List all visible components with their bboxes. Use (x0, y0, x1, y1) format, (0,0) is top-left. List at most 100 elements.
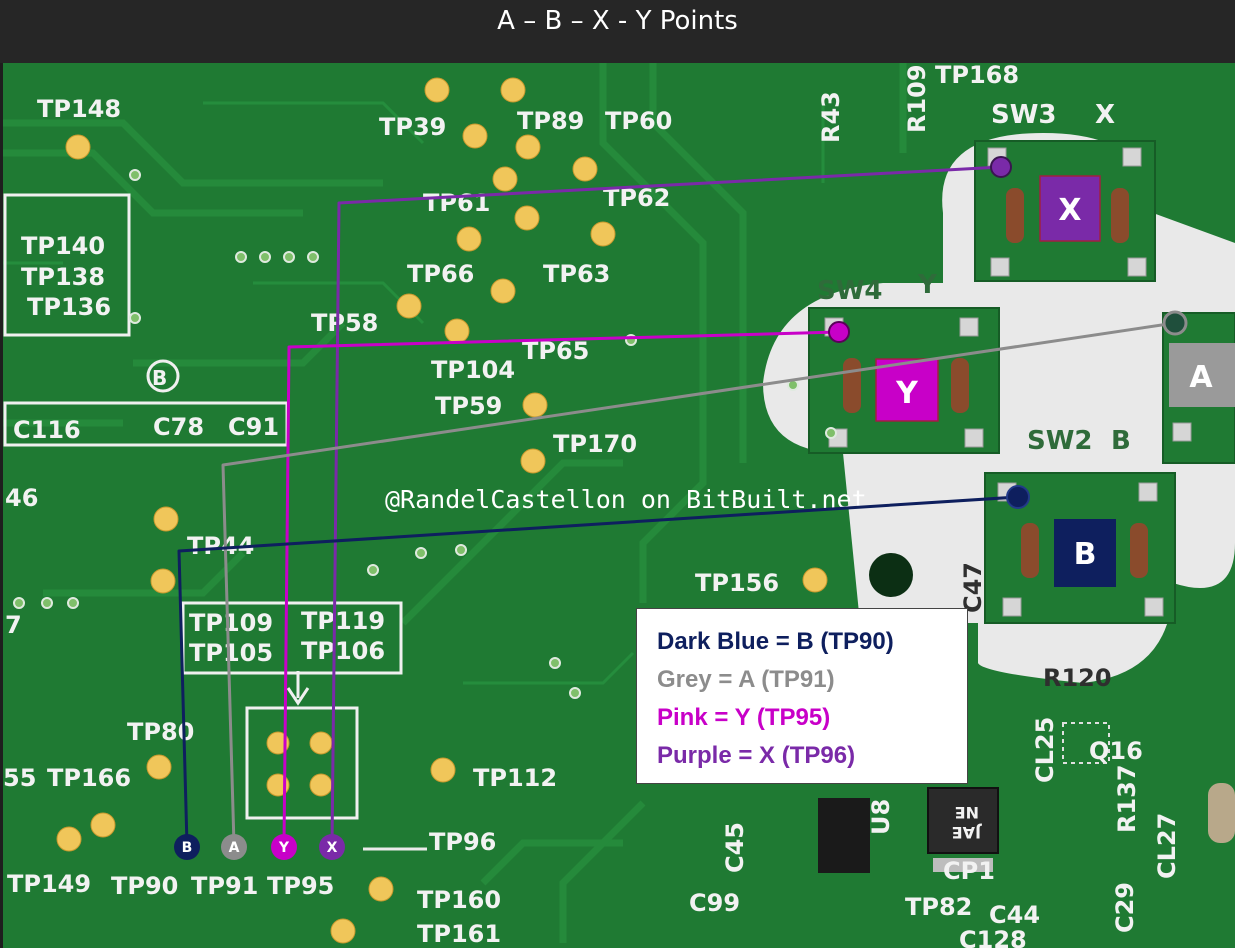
wire-endpoints (828, 156, 1188, 509)
sw4-y-label: Y (917, 270, 938, 300)
label-tp161: TP161 (417, 920, 501, 948)
sw2-label: SW2 (1027, 426, 1093, 456)
label-c45: C45 (721, 822, 749, 873)
chip-jae-label: JAE (952, 823, 982, 842)
label-7: 7 (5, 611, 22, 639)
label-c47: C47 (959, 562, 987, 613)
button-y-label: Y (895, 376, 919, 411)
pcb-traces (3, 63, 907, 943)
label-tp95: TP95 (267, 872, 334, 900)
label-r137: R137 (1113, 764, 1141, 833)
credit-watermark: @RandelCastellon on BitBuilt.net (385, 485, 867, 514)
label-tp82: TP82 (905, 893, 972, 921)
lower-right-components: NE JAE (818, 722, 1235, 873)
label-tp104: TP104 (431, 356, 515, 384)
label-tp105: TP105 (189, 639, 273, 667)
pad-tag-a (221, 834, 247, 860)
pad-tag-x (319, 834, 345, 860)
wire-routes (177, 165, 1176, 846)
label-tp89: TP89 (517, 107, 584, 135)
label-tp112: TP112 (473, 764, 557, 792)
endpoint-b (1006, 485, 1030, 509)
mount-hole (869, 553, 913, 597)
label-tp61: TP61 (423, 189, 490, 217)
label-tp66: TP66 (407, 260, 474, 288)
pad-tag-y (271, 834, 297, 860)
label-46: 46 (5, 484, 38, 512)
label-tp109: TP109 (189, 609, 273, 637)
label-tp63: TP63 (543, 260, 610, 288)
label-c99: C99 (689, 889, 740, 917)
label-c91: C91 (228, 413, 279, 441)
wire-y-pink (282, 330, 840, 846)
endpoint-y (828, 321, 850, 343)
wire-a-grey (221, 321, 1176, 846)
pad-tag-x-label: X (327, 840, 338, 856)
label-tp156: TP156 (695, 569, 779, 597)
pad-tag-y-label: Y (278, 840, 290, 856)
pcb-traces-fine (3, 101, 825, 685)
sw3-label: SW3 (991, 100, 1057, 130)
pcb-photo: X Y A B SW3 X SW4 Y SW2 B (3, 63, 1235, 948)
label-tp140: TP140 (21, 232, 105, 260)
pad-tag-b (174, 834, 200, 860)
pad-tag-a-label: A (229, 840, 240, 856)
endpoint-x (990, 156, 1012, 178)
legend-row-y: Pink = Y (TP95) (657, 704, 831, 731)
sw2-b-label: B (1111, 426, 1131, 456)
chip-ne-label: NE (955, 803, 979, 822)
label-tp160: TP160 (417, 886, 501, 914)
button-x-highlight: X (1039, 175, 1101, 242)
silkscreen-outlines (3, 193, 403, 820)
label-tp170: TP170 (553, 430, 637, 458)
sw3-x-label: X (1095, 100, 1115, 130)
button-x-label: X (1058, 193, 1081, 228)
label-b-circle: B (152, 366, 167, 390)
label-r43: R43 (817, 91, 845, 143)
label-tp58: TP58 (311, 309, 378, 337)
label-55: 55 (3, 764, 36, 792)
label-tp168: TP168 (935, 63, 1019, 89)
label-tp91: TP91 (191, 872, 258, 900)
label-u8: U8 (867, 799, 895, 835)
label-tp136: TP136 (27, 293, 111, 321)
label-q16: Q16 (1089, 737, 1143, 765)
label-tp60: TP60 (605, 107, 672, 135)
label-c29: C29 (1111, 882, 1139, 933)
button-b-label: B (1074, 537, 1097, 572)
button-a-label: A (1189, 360, 1213, 395)
silkscreen-arrow (286, 671, 310, 706)
label-tp119: TP119 (301, 607, 385, 635)
button-a-highlight: A (1169, 343, 1235, 407)
vias (13, 169, 837, 699)
label-tp96: TP96 (429, 828, 496, 856)
pad-tag-b-label: B (182, 840, 193, 856)
label-tp90: TP90 (111, 872, 178, 900)
wire-color-legend: Dark Blue = B (TP90) Grey = A (TP91) Pin… (636, 608, 968, 784)
label-r120: R120 (1043, 664, 1112, 692)
page-title: A – B – X - Y Points (497, 6, 738, 36)
label-c128: C128 (959, 926, 1027, 948)
label-r109: R109 (903, 64, 931, 133)
wire-b-dark-blue (177, 495, 1019, 846)
legend-row-b: Dark Blue = B (TP90) (657, 628, 894, 655)
label-c78: C78 (153, 413, 204, 441)
legend-row-a: Grey = A (TP91) (657, 666, 835, 693)
label-tp148: TP148 (37, 95, 121, 123)
pad-tags: B A Y X (174, 834, 427, 860)
label-tp59: TP59 (435, 392, 502, 420)
legend-row-x: Purple = X (TP96) (657, 742, 856, 769)
button-b-highlight: B (1054, 519, 1116, 587)
button-y-highlight: Y (875, 358, 939, 422)
switch-labels: SW3 X SW4 Y SW2 B (817, 100, 1131, 456)
label-tp138: TP138 (21, 263, 105, 291)
label-tp106: TP106 (301, 637, 385, 665)
wire-x-purple (330, 165, 1002, 846)
title-bar: A – B – X - Y Points (0, 0, 1235, 63)
label-c116: C116 (13, 416, 81, 444)
label-c44: C44 (989, 901, 1040, 929)
label-tp166: TP166 (47, 764, 131, 792)
label-tp149: TP149 (7, 870, 91, 898)
label-cl27: CL27 (1153, 813, 1181, 879)
